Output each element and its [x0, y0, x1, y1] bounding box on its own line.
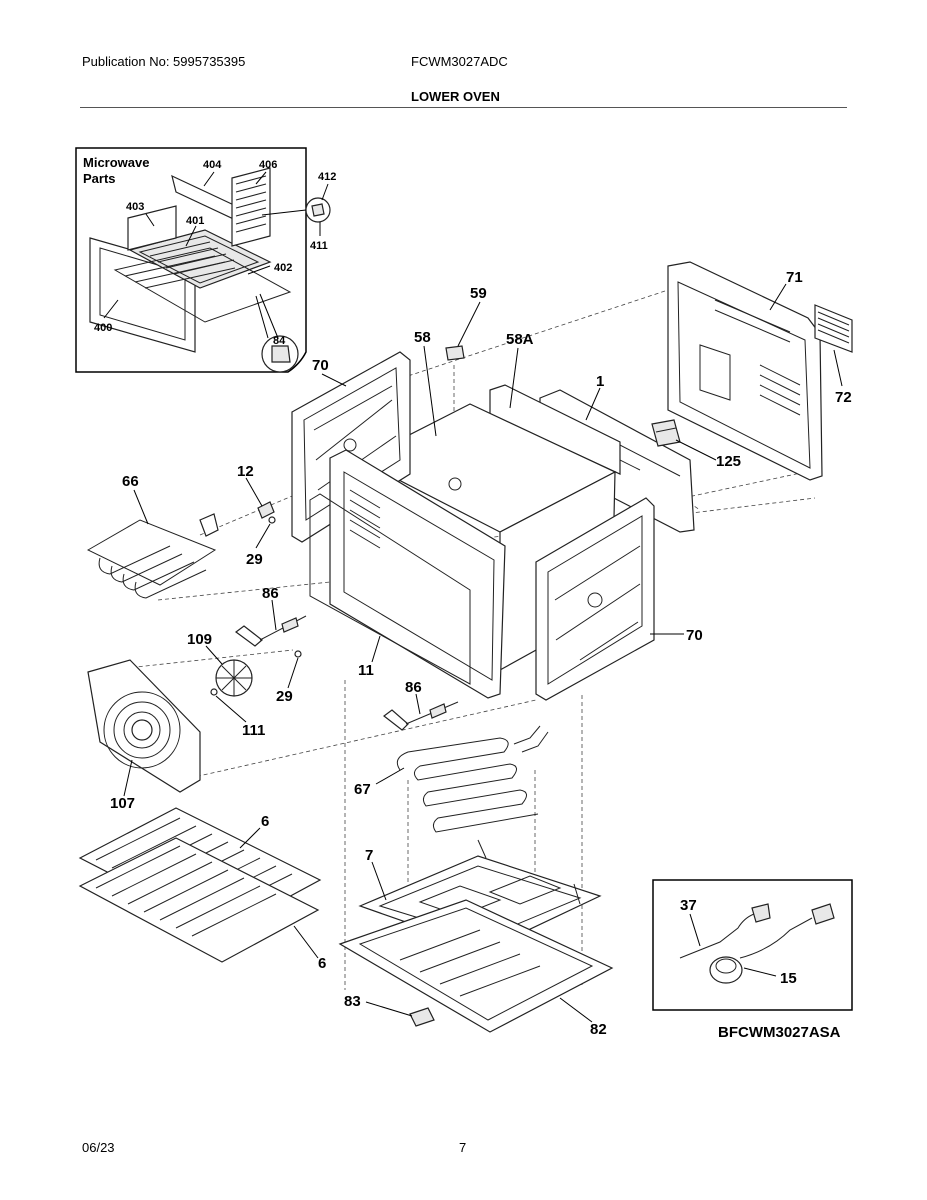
- microwave-parts-inset: Microwave Parts: [75, 147, 336, 373]
- callout-29-bottom: 29: [276, 688, 293, 705]
- callout-404: 404: [203, 159, 222, 171]
- callout-72: 72: [835, 389, 852, 406]
- callout-58: 58: [414, 329, 431, 346]
- base-tray-82: [338, 899, 614, 1033]
- publication-number: Publication No: 5995735395: [82, 54, 246, 69]
- section-title: LOWER OVEN: [411, 89, 500, 104]
- oven-wrap-58a: [489, 384, 621, 475]
- callout-82: 82: [590, 1021, 607, 1038]
- header-rule: [80, 107, 847, 108]
- inset-frame: [75, 147, 307, 373]
- callout-86-top: 86: [262, 585, 279, 602]
- broil-element-66: [86, 513, 219, 599]
- vent-grille-72: [814, 304, 853, 353]
- callout-58a: 58A: [506, 331, 534, 348]
- callout-411: 411: [310, 240, 328, 252]
- callout-125: 125: [716, 453, 741, 470]
- callout-107: 107: [110, 795, 135, 812]
- callout-401: 401: [186, 215, 204, 227]
- callout-11: 11: [358, 662, 374, 679]
- model-number: FCWM3027ADC: [411, 54, 508, 69]
- callout-403: 403: [126, 201, 144, 213]
- footer-date: 06/23: [82, 1140, 115, 1155]
- callout-12: 12: [237, 463, 254, 480]
- inset-title-line1: Microwave: [83, 155, 149, 170]
- callout-111: 111: [242, 722, 265, 739]
- callout-402: 402: [274, 262, 292, 274]
- callout-412: 412: [318, 171, 336, 183]
- convection-cover-107: [87, 659, 201, 793]
- callout-70-right: 70: [686, 627, 703, 644]
- wiring-inset-frame: [652, 879, 853, 1011]
- fastener-59: [445, 345, 465, 361]
- front-frame-11: [309, 449, 506, 699]
- callout-83: 83: [344, 993, 361, 1010]
- callout-406: 406: [259, 159, 277, 171]
- clip-83: [409, 1007, 435, 1027]
- callout-1: 1: [596, 373, 604, 390]
- diagram-code: BFCWM3027ASA: [718, 1024, 841, 1041]
- callout-6-top: 6: [261, 813, 269, 830]
- sensor-86-top: [234, 615, 307, 647]
- sensor-86-bottom: [383, 701, 459, 731]
- wiring-inset: 37 15: [652, 879, 853, 1011]
- callout-400: 400: [94, 322, 112, 334]
- callout-29-top: 29: [246, 551, 263, 568]
- leader-lines: [123, 283, 843, 1023]
- callout-86-bottom: 86: [405, 679, 422, 696]
- side-panel-70-right: [535, 497, 655, 701]
- callout-6-bottom: 6: [318, 955, 326, 972]
- callout-37: 37: [680, 897, 697, 914]
- page-number: 7: [459, 1140, 467, 1155]
- rear-panel-71: [667, 261, 823, 481]
- callout-109: 109: [187, 631, 212, 648]
- microwave-bracket: [127, 205, 177, 251]
- callout-15: 15: [780, 970, 797, 987]
- fan-blade-109: [210, 659, 253, 697]
- callout-59: 59: [470, 285, 487, 302]
- callout-70-left: 70: [312, 357, 329, 374]
- inset-title-line2: Parts: [83, 171, 116, 186]
- microwave-grille: [231, 167, 271, 247]
- callout-71: 71: [786, 269, 803, 286]
- callout-7: 7: [365, 847, 373, 864]
- oven-rack-6-bottom: [78, 837, 320, 963]
- main-callouts: 59 58 58A 71 70 1 72 125 12 66 29 86 109…: [110, 269, 852, 1038]
- callout-66: 66: [122, 473, 139, 490]
- callout-67: 67: [354, 781, 371, 798]
- bake-element-67: [396, 725, 549, 833]
- callout-84: 84: [273, 335, 286, 347]
